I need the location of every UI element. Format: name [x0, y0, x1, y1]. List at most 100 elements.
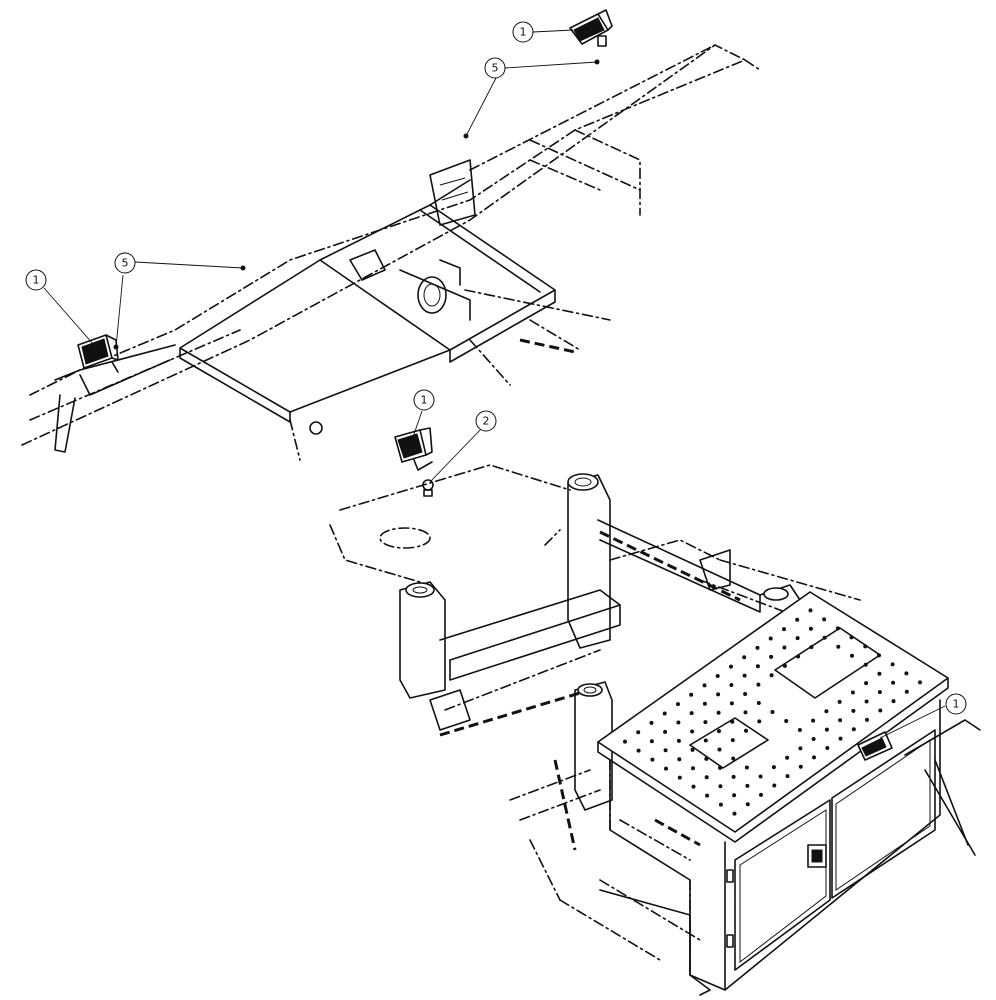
perforation-hole [878, 708, 883, 713]
perforation-hole [851, 708, 856, 713]
perforation-hole [623, 739, 627, 744]
callout-2-center: 2 [475, 410, 497, 432]
perforation-hole [770, 710, 775, 714]
perforation-hole [730, 719, 735, 724]
perforation-hole [835, 626, 840, 631]
perforation-hole [703, 738, 708, 743]
perforation-hole [664, 766, 668, 771]
perforation-hole [649, 720, 654, 725]
work-light-center [394, 427, 433, 471]
perforation-hole [809, 645, 814, 650]
perforation-hole [808, 626, 813, 631]
battery-box [597, 591, 981, 991]
perforation-hole [771, 765, 776, 770]
perforation-hole [691, 766, 695, 771]
perforation-hole [877, 671, 882, 676]
perforation-hole [718, 765, 722, 770]
perforation-hole [742, 673, 747, 678]
perforation-hole [837, 699, 842, 704]
perforation-hole [742, 655, 747, 660]
perforation-hole [743, 710, 748, 715]
callout-label: 1 [953, 698, 960, 711]
callout-5-left: 5 [114, 252, 136, 274]
perforation-hole [705, 793, 710, 798]
cab-frame [329, 464, 861, 996]
work-light-left [77, 334, 119, 373]
perforation-hole [689, 692, 694, 697]
perforation-hole [877, 690, 882, 695]
perforation-hole [717, 729, 721, 734]
perforation-hole [822, 617, 827, 622]
callout-1-lower-right: 1 [945, 693, 967, 715]
perforation-hole [769, 654, 774, 659]
perforation-hole [716, 710, 721, 715]
perforation-hole [663, 729, 668, 734]
callout-1-top-right: 1 [512, 21, 534, 43]
perforation-hole [676, 702, 680, 707]
perforation-hole [798, 746, 803, 751]
perforation-hole [636, 748, 641, 753]
perforation-hole [730, 738, 735, 743]
perforation-hole [677, 757, 682, 762]
perforation-hole [704, 756, 709, 761]
perforation-hole [798, 764, 803, 769]
perforation-hole [849, 635, 854, 640]
cab-roof [21, 44, 761, 461]
perforation-hole [690, 729, 695, 734]
perforation-hole [718, 802, 723, 807]
callout-label: 2 [483, 415, 490, 428]
perforation-hole [890, 662, 895, 667]
perforation-hole [731, 774, 736, 779]
perforation-hole [864, 699, 869, 704]
perforation-hole [891, 699, 896, 704]
perforation-hole [756, 701, 761, 705]
perforation-hole [782, 645, 787, 650]
perforation-hole [918, 680, 922, 685]
perforation-hole [822, 635, 827, 640]
perforation-hole [677, 775, 682, 780]
callout-label: 5 [122, 257, 129, 270]
perforation-hole [744, 765, 749, 770]
callout-5-top: 5 [484, 57, 506, 79]
perforation-hole [795, 636, 800, 641]
perforation-hole [759, 792, 763, 797]
perforation-hole [755, 645, 760, 650]
perforation-hole [784, 719, 789, 723]
perforation-hole [785, 755, 790, 760]
perforation-hole [825, 746, 830, 750]
perforation-hole [850, 653, 854, 658]
perforation-hole [745, 802, 750, 807]
perforation-hole [808, 608, 813, 613]
perforation-hole [717, 747, 722, 752]
perforation-hole [691, 784, 696, 789]
perforation-hole [649, 739, 654, 744]
perforation-hole [904, 689, 909, 694]
perforation-hole [662, 711, 667, 716]
perforation-hole [795, 617, 800, 622]
perforation-hole [891, 680, 896, 685]
callout-1-center: 1 [413, 389, 435, 411]
perforation-hole [863, 662, 868, 667]
perforation-hole [824, 727, 829, 732]
perforation-hole [702, 701, 707, 706]
perforation-hole [811, 718, 816, 723]
perforation-hole [663, 748, 668, 753]
callout-label: 5 [492, 62, 499, 75]
perforation-hole [731, 756, 736, 761]
work-light-top-right [569, 9, 613, 47]
perforation-hole [744, 728, 748, 733]
perforation-hole [690, 747, 695, 752]
perforation-hole [732, 793, 737, 798]
perforation-hole [836, 644, 841, 649]
perforation-hole [756, 682, 761, 687]
perforation-hole [782, 663, 787, 668]
callout-label: 1 [33, 274, 40, 287]
perforation-hole [796, 654, 801, 659]
perforation-hole [755, 664, 760, 669]
perforation-hole [865, 717, 869, 722]
perforation-hole [824, 709, 829, 714]
callout-label: 1 [520, 26, 527, 39]
perforation-hole [758, 774, 763, 779]
